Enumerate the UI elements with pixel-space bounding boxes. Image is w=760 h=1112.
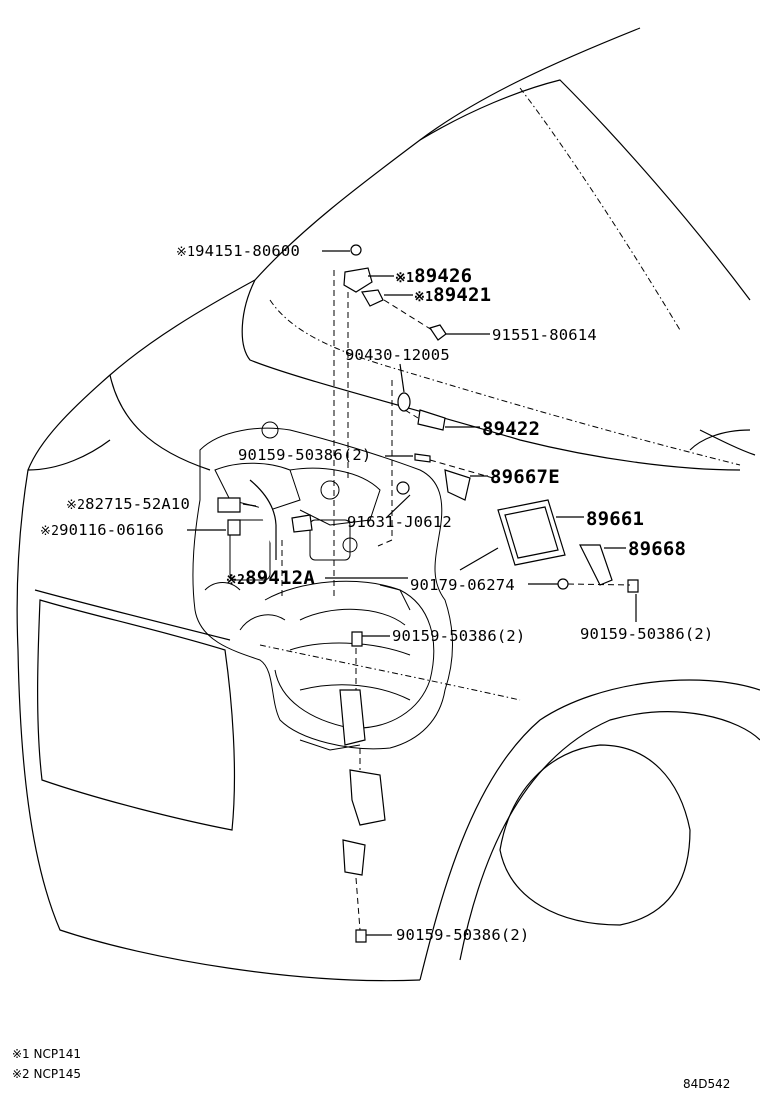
part-label-91631-J0612: 91631-J0612 (347, 513, 452, 531)
part-number: 82715-52A10 (85, 495, 190, 513)
part-label-82715-52A10: ※282715-52A10 (66, 495, 190, 515)
part-number: 90179-06274 (410, 576, 515, 594)
part-label-90159-50386-c: 90159-50386(2) (580, 625, 713, 643)
leader-lines (187, 250, 637, 936)
part-number: 90430-12005 (345, 346, 450, 364)
variant-mark: ※2 (66, 498, 86, 513)
variant-mark: ※2 (40, 524, 60, 539)
variant-mark: ※2 (226, 573, 246, 588)
part-number: 89667E (490, 466, 560, 488)
part-label-90159-50386-b: 90159-50386(2) (392, 627, 525, 645)
part-number: 89426 (414, 265, 473, 287)
part-label-90159-50386-a: 90159-50386(2) (238, 446, 371, 464)
variant-mark: ※1 (395, 271, 415, 286)
footnote-ncp141: ※1 NCP141 (12, 1047, 81, 1061)
part-label-90116-06166: ※290116-06166 (40, 521, 164, 541)
part-number: 91551-80614 (492, 326, 597, 344)
part-label-94151-80600: ※194151-80600 (176, 242, 300, 262)
part-number: 94151-80600 (195, 242, 300, 260)
part-label-89421: ※189421 (414, 284, 491, 309)
variant-mark: ※1 (176, 245, 196, 260)
footnote-ncp145: ※2 NCP145 (12, 1067, 81, 1081)
car-body-outline (16, 27, 760, 982)
part-number: 89412A (245, 567, 315, 589)
part-number: 89422 (482, 418, 541, 440)
part-label-89667E: 89667E (490, 466, 560, 488)
part-number: 91631-J0612 (347, 513, 452, 531)
part-number: 90159-50386(2) (238, 446, 372, 464)
part-number: 89661 (586, 508, 645, 530)
part-label-89668: 89668 (628, 538, 686, 560)
part-label-90430-12005: 90430-12005 (345, 346, 450, 364)
part-number: 89421 (433, 284, 492, 306)
small-parts (217, 244, 639, 943)
part-label-89661: 89661 (586, 508, 644, 530)
part-label-89412A: ※289412A (226, 567, 315, 592)
variant-mark: ※1 (414, 290, 434, 305)
part-number: 90159-50386(2) (580, 625, 714, 643)
part-label-89422: 89422 (482, 418, 540, 440)
part-number: 89668 (628, 538, 687, 560)
engine-transaxle (192, 421, 453, 751)
part-number: 90159-50386(2) (396, 926, 530, 944)
diagram-code: 84D542 (683, 1077, 731, 1091)
guide-lines (281, 270, 631, 931)
part-label-89426: ※189426 (395, 265, 472, 290)
part-label-91551-80614: 91551-80614 (492, 326, 597, 344)
part-label-90179-06274: 90179-06274 (410, 576, 515, 594)
part-number: 90159-50386(2) (392, 627, 526, 645)
part-number: 90116-06166 (59, 521, 164, 539)
part-label-90159-50386-d: 90159-50386(2) (396, 926, 529, 944)
